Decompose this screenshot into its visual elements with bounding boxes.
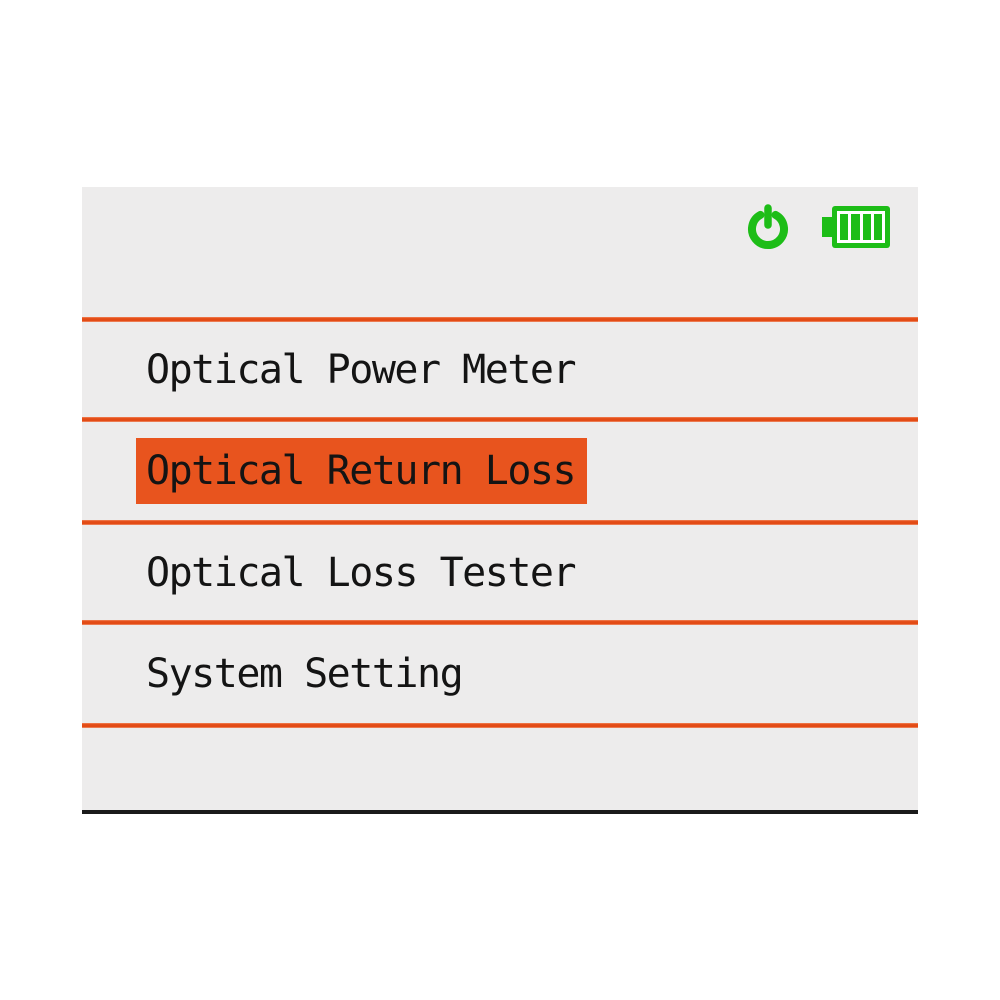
menu-item-label: Optical Power Meter	[146, 346, 577, 393]
battery-icon	[822, 206, 890, 248]
battery-bar	[862, 214, 871, 240]
divider	[82, 417, 918, 422]
menu-item-label: Optical Loss Tester	[146, 549, 577, 596]
menu-item-optical-power-meter[interactable]: Optical Power Meter	[82, 322, 918, 417]
battery-bar	[873, 214, 882, 240]
battery-bars	[837, 211, 885, 243]
menu-item-optical-loss-tester[interactable]: Optical Loss Tester	[82, 525, 918, 620]
power-icon	[748, 204, 788, 250]
menu-item-optical-return-loss[interactable]: Optical Return Loss	[82, 422, 918, 520]
empty-row	[82, 728, 918, 810]
menu-item-system-setting[interactable]: System Setting	[82, 625, 918, 723]
menu-panel: Optical Power Meter Optical Return Loss …	[82, 187, 918, 814]
divider	[82, 620, 918, 625]
menu-item-label: System Setting	[146, 651, 464, 697]
divider	[82, 723, 918, 728]
menu-item-label-selected: Optical Return Loss	[136, 438, 588, 504]
battery-bar	[851, 214, 860, 240]
divider	[82, 317, 918, 322]
battery-bar	[840, 214, 849, 240]
status-bar	[82, 187, 918, 317]
divider	[82, 520, 918, 525]
